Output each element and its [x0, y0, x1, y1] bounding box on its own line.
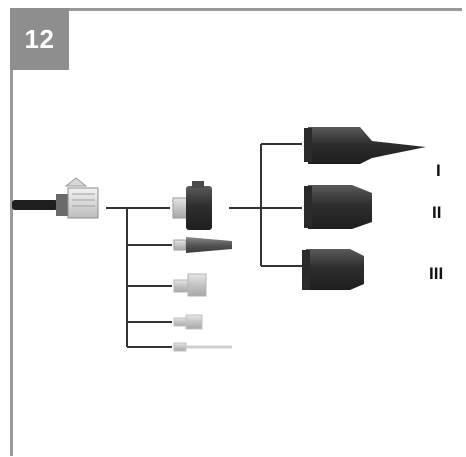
- page-frame: [10, 8, 462, 456]
- small-tip-light-2: [173, 314, 203, 330]
- attachment-ii-medium-cone: [304, 185, 372, 229]
- cable-with-connector: [12, 177, 99, 219]
- small-tip-needle: [173, 342, 232, 352]
- attachment-i-pointed-tip: [304, 127, 426, 164]
- right-branch-lines: [229, 143, 302, 267]
- small-tip-light-1: [173, 273, 207, 297]
- step-number-badge: 12: [10, 8, 69, 70]
- label-ii: II: [432, 203, 442, 222]
- step-number: 12: [24, 23, 55, 54]
- attachment-iii-large-cone: [302, 249, 364, 290]
- label-iii: III: [429, 264, 444, 283]
- adapter-connector: [172, 181, 212, 230]
- small-tip-cone-dark: [173, 237, 232, 253]
- left-branch-lines: [106, 207, 172, 348]
- label-i: I: [436, 161, 441, 180]
